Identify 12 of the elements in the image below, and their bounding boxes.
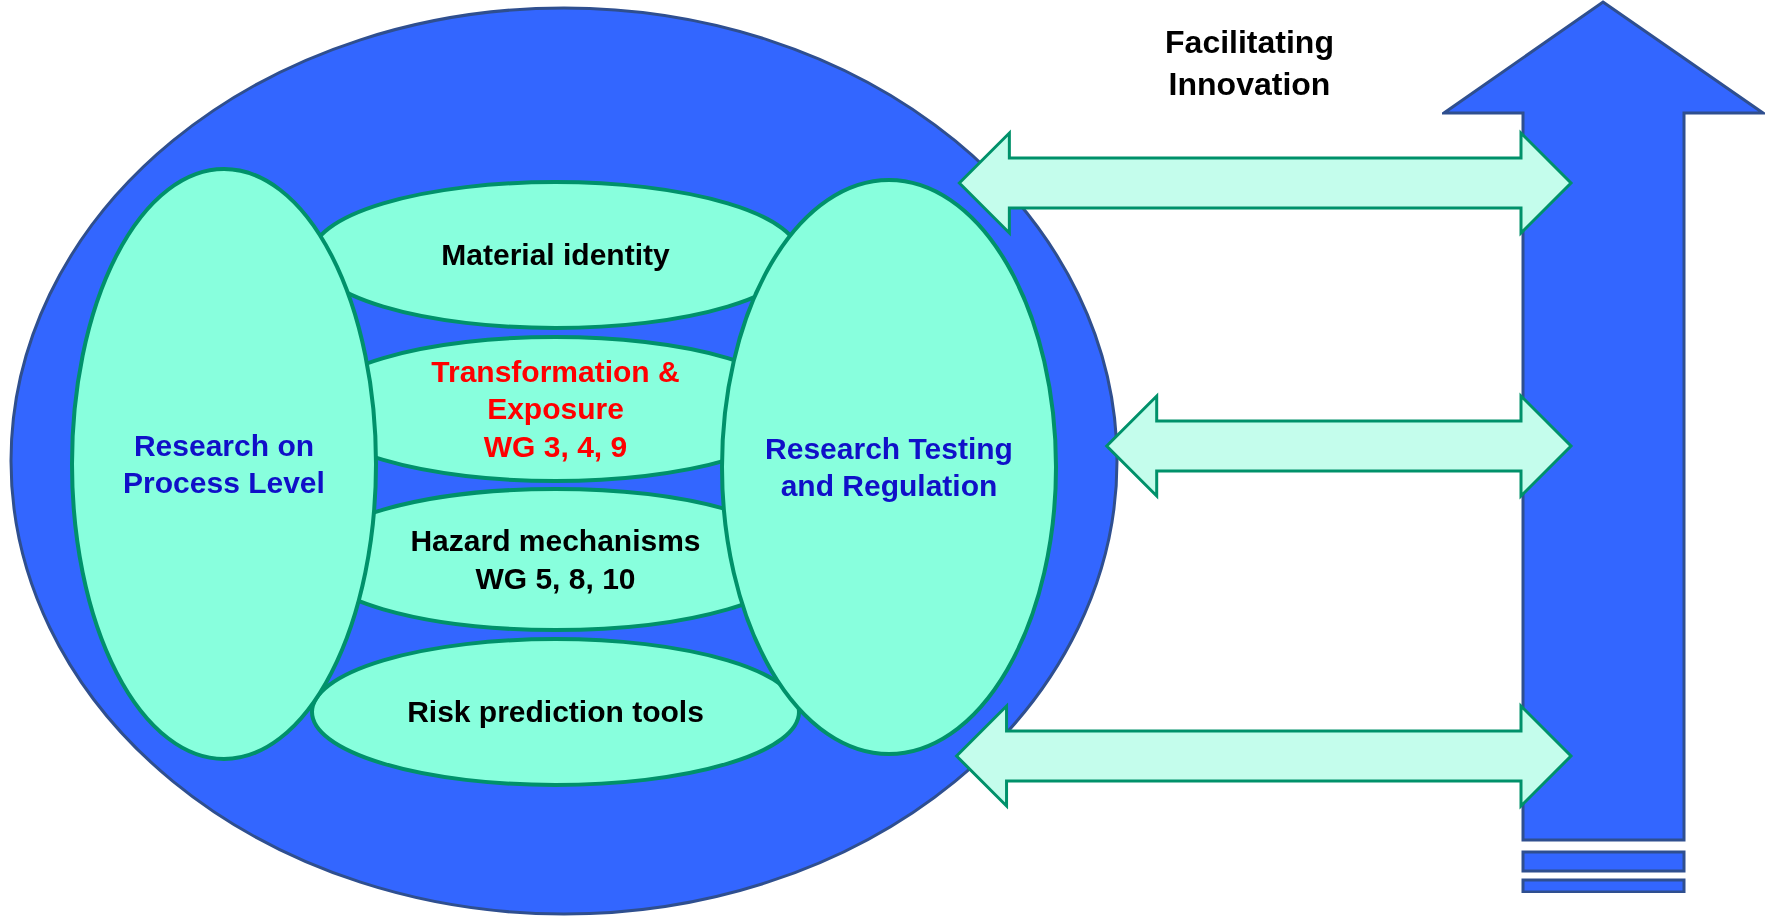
node-text: WG 3, 4, 9 [483,428,628,465]
node-text: Risk prediction tools [407,694,704,731]
double-arrow [954,702,1574,810]
node-text: Material identity [441,237,670,274]
arrow-caption: Facilitating Innovation [1164,23,1335,104]
node-text: WG 5, 8, 10 [475,560,636,597]
node-text: Transformation & Exposure [430,353,681,428]
node-text: Research Testing and Regulation [764,430,1014,504]
double-arrow [1104,392,1574,500]
node-text: Research on Process Level [122,427,326,501]
node-text: Hazard mechanisms [410,523,701,559]
double-arrow [957,129,1574,237]
